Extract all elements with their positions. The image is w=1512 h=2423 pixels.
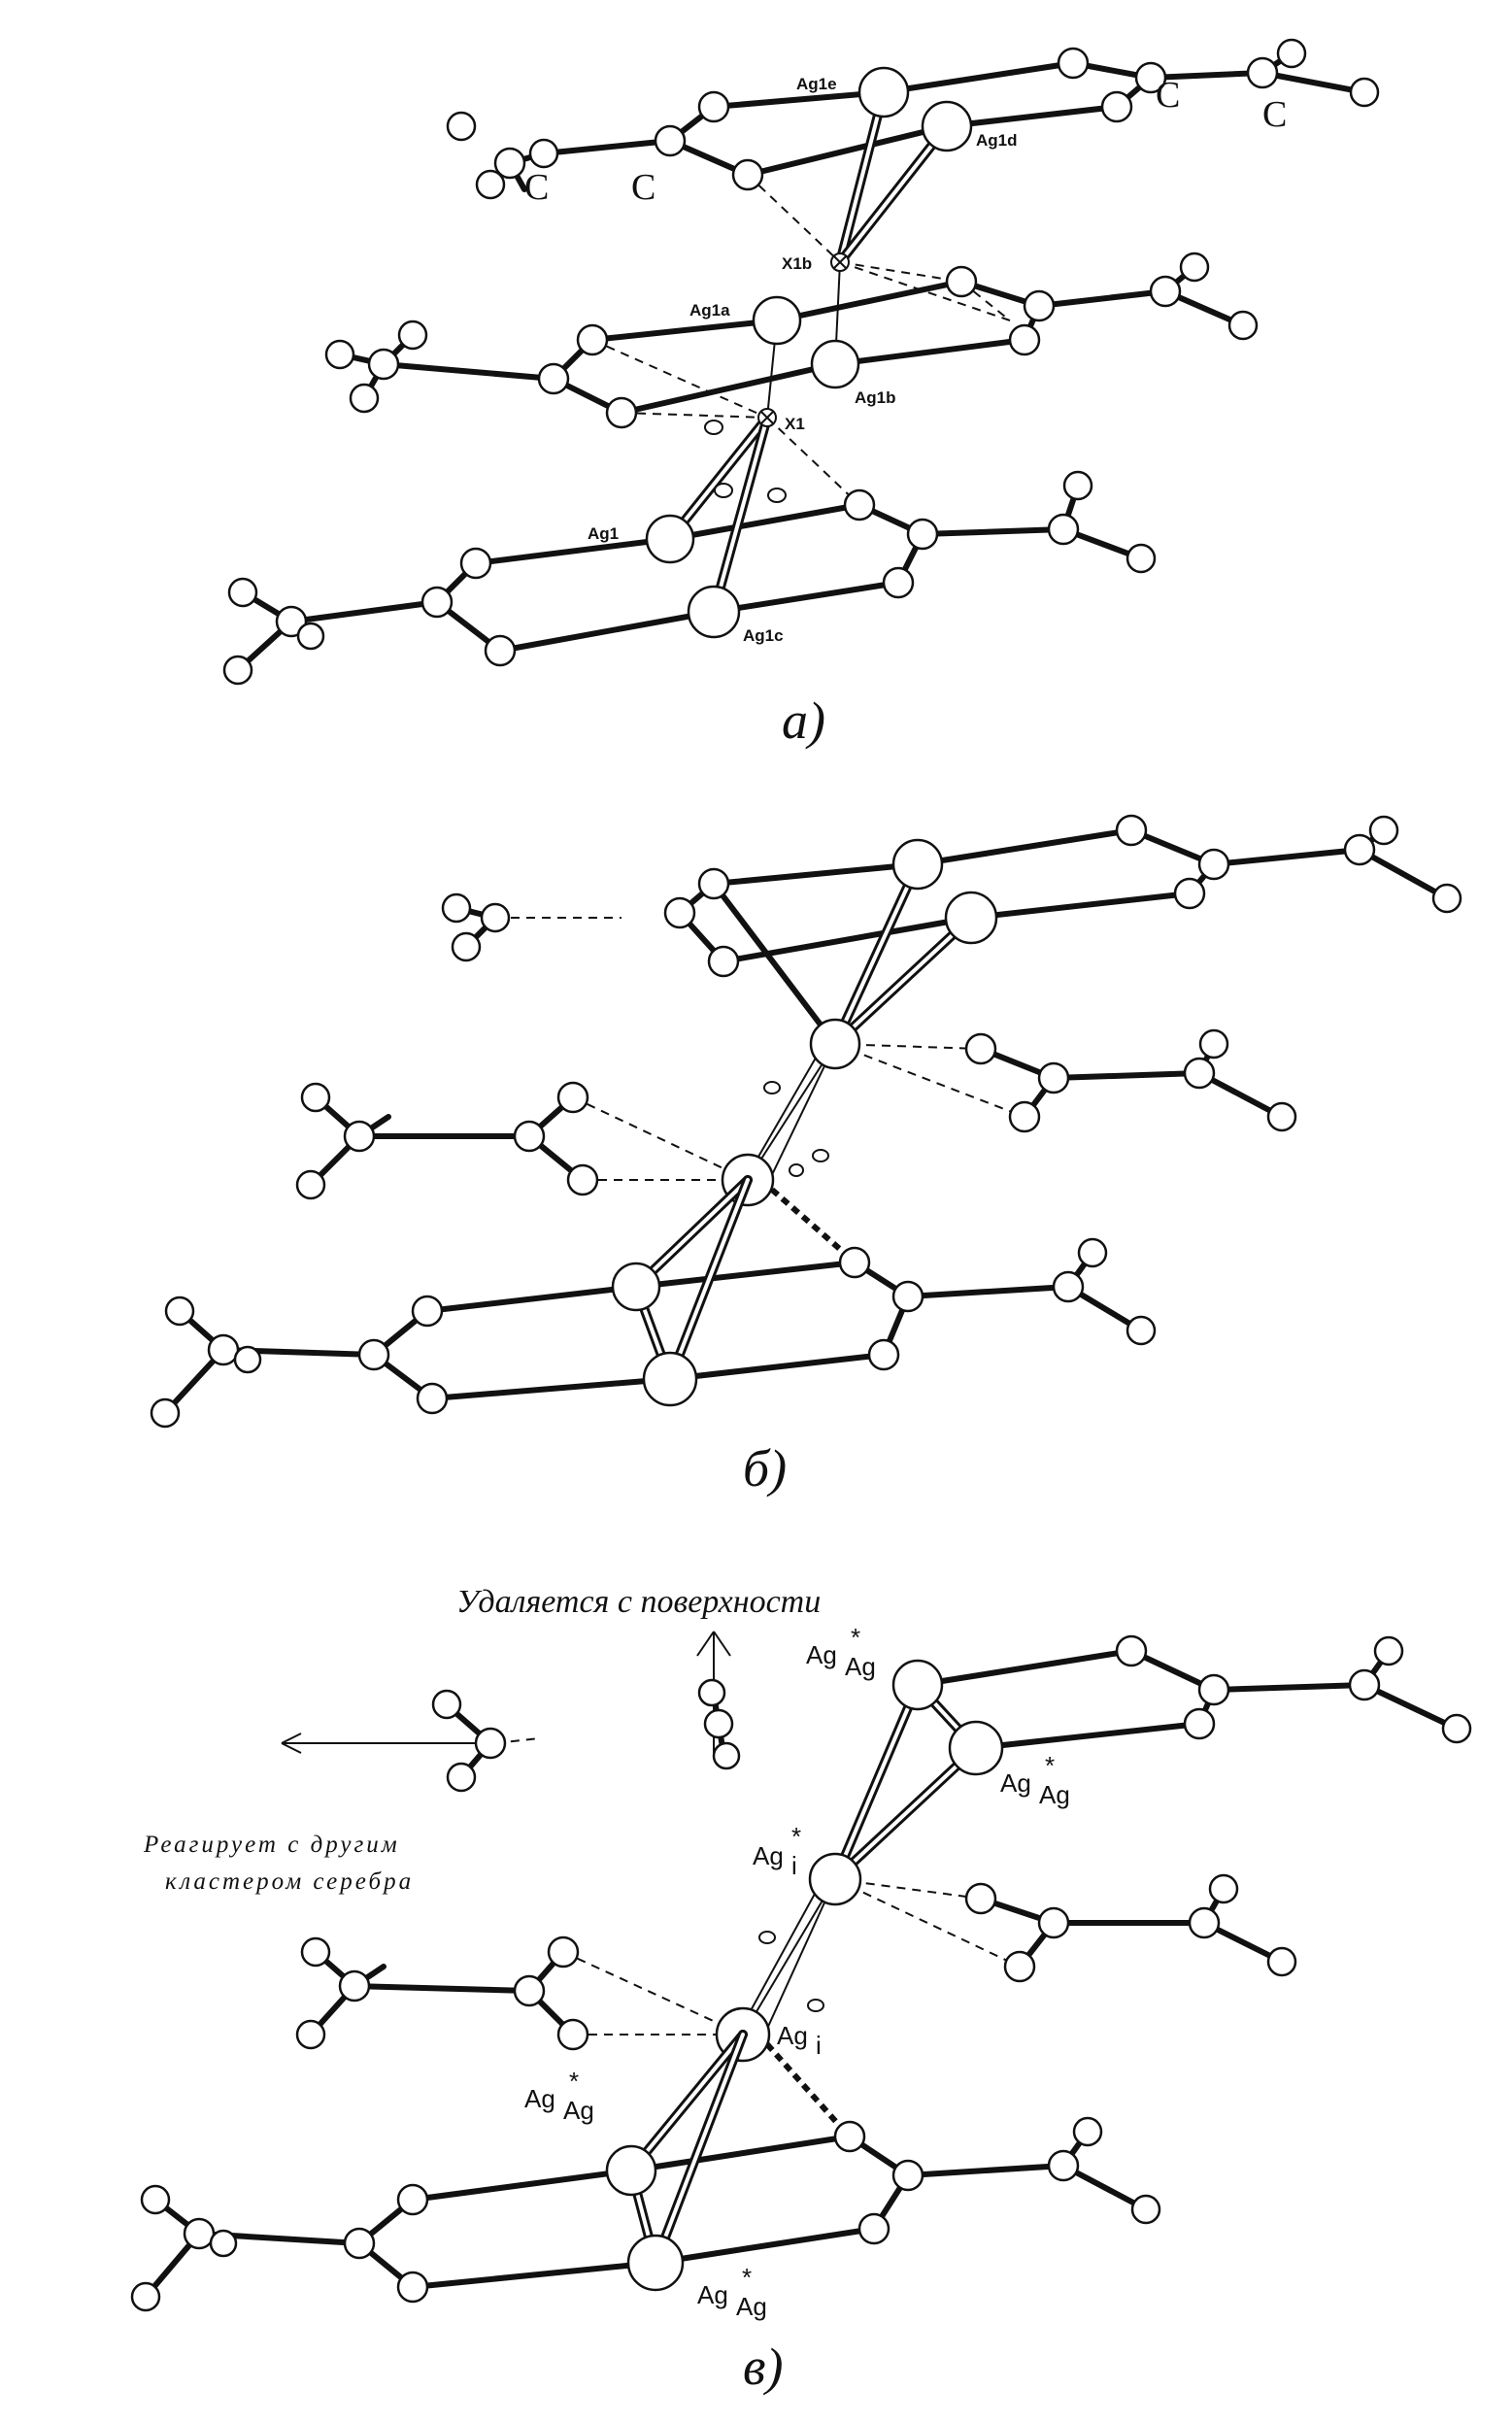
svg-text:i: i [791, 1851, 797, 1880]
svg-text:*: * [851, 1623, 860, 1652]
label-ag1d: Ag1d [976, 131, 1018, 150]
svg-text:*: * [569, 2067, 579, 2096]
panel-a: Ag1e Ag1d X1b Ag1a Ag1b X1 Ag1 Ag1c C C … [222, 38, 1380, 750]
panel-c: Удаляется с поверхности Реагирует с друг… [130, 1584, 1472, 2396]
label-ag-i: Ag i [777, 2021, 822, 2060]
svg-text:Ag: Ag [524, 2084, 555, 2113]
svg-text:i: i [816, 2031, 822, 2060]
label-ag-ag-bottom: Ag Ag * [697, 2263, 767, 2321]
panel-b-bottom-layer [150, 1175, 1157, 1429]
svg-text:*: * [791, 1822, 801, 1851]
label-ag1: Ag1 [588, 524, 619, 543]
panel-a-bottom-layer [222, 408, 1157, 686]
panel-c-caption: в) [743, 2338, 783, 2396]
panel-b-middle-layer [295, 1018, 1297, 1207]
svg-text:Ag: Ag [1039, 1780, 1070, 1809]
label-ag-ag-top-left: Ag Ag * [806, 1623, 876, 1681]
panel-a-middle-layer [324, 252, 1259, 429]
label-ag1c: Ag1c [743, 626, 784, 645]
note-removed-from-surface: Удаляется с поверхности [456, 1584, 821, 1620]
note-reacts-line1: Реагирует с другим [143, 1832, 400, 1858]
panel-a-caption: а) [782, 691, 825, 750]
label-ag1a: Ag1a [689, 301, 730, 320]
label-x1: X1 [785, 415, 805, 433]
label-c-left-2: C [631, 167, 655, 208]
panel-c-top-layer [830, 1634, 1472, 1884]
svg-text:Ag: Ag [777, 2021, 808, 2050]
svg-text:*: * [742, 2263, 752, 2292]
svg-text:Ag: Ag [563, 2096, 594, 2125]
label-c-right-1: C [1156, 75, 1180, 116]
svg-text:*: * [1045, 1751, 1055, 1780]
x1-marker [757, 408, 777, 427]
label-ag1b: Ag1b [855, 388, 896, 407]
svg-text:Ag: Ag [697, 2280, 728, 2309]
label-c-left-1: C [524, 167, 549, 208]
reacting-molecule [281, 1689, 540, 1793]
label-x1b: X1b [782, 254, 812, 273]
svg-text:Ag: Ag [753, 1841, 784, 1870]
label-ag-ag-top-right: Ag Ag * [1000, 1751, 1070, 1809]
panel-b-top-layer [441, 814, 1462, 1118]
svg-text:Ag: Ag [736, 2292, 767, 2321]
panel-c-middle-layer [295, 1852, 1297, 2063]
detaching-molecule [696, 1631, 741, 1770]
lone-pair-markers [704, 420, 787, 503]
panel-a-top-layer [446, 38, 1380, 321]
x1b-marker [830, 252, 850, 272]
panel-b-caption: б) [743, 1439, 787, 1498]
label-ag-ag-mid-left: Ag Ag * [524, 2067, 594, 2125]
panel-c-bottom-layer [130, 2030, 1161, 2312]
svg-text:Ag: Ag [1000, 1768, 1031, 1798]
panel-b: б) [150, 814, 1462, 1498]
label-ag1e: Ag1e [796, 75, 837, 93]
svg-text:Ag: Ag [845, 1652, 876, 1681]
svg-text:Ag: Ag [806, 1640, 837, 1669]
note-reacts-line2: кластером серебра [165, 1868, 414, 1895]
label-c-right-2: C [1262, 94, 1287, 135]
label-ag-i-star: Ag i * [753, 1822, 801, 1880]
